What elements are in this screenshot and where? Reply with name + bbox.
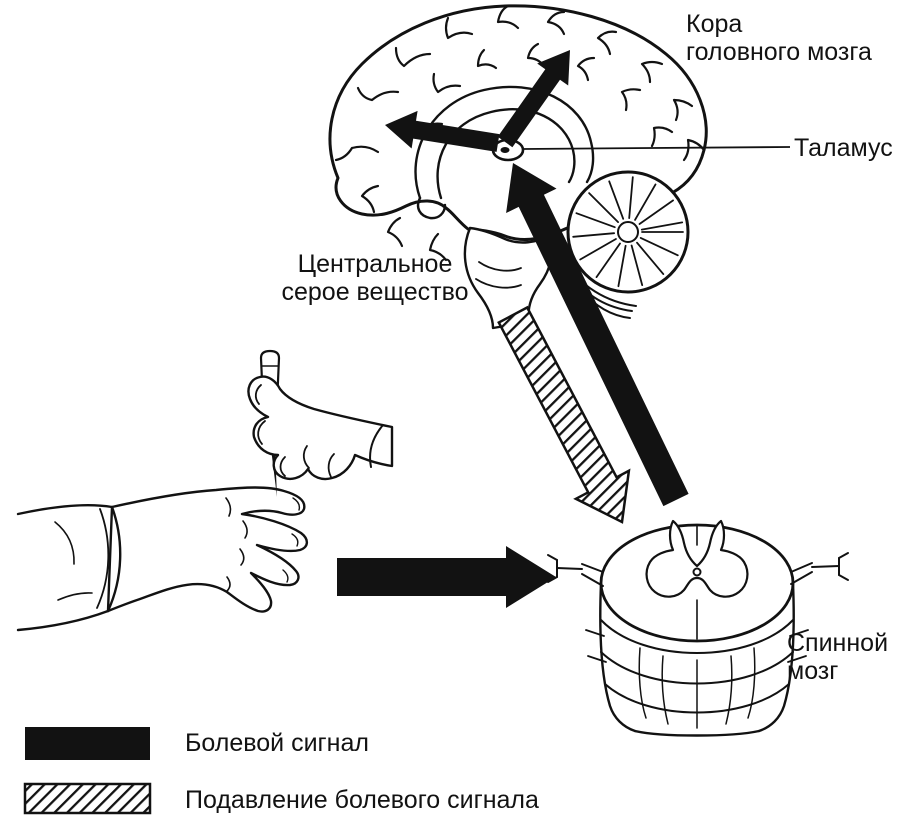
holding-hand-creases	[254, 384, 335, 478]
spinal-cord-label-line2: мозг	[787, 657, 839, 685]
pricked-hand-creases	[54, 497, 248, 601]
legend-pain-label-text: Болевой сигнал	[185, 729, 369, 757]
arrow-hand-to-spinal	[337, 546, 556, 608]
thalamus-label: Таламус	[794, 134, 893, 162]
arrow-thalamus-to-cortex	[497, 50, 570, 148]
legend-suppression-label: Подавление болевого сигнала	[185, 786, 539, 814]
hand-being-pricked	[16, 486, 309, 632]
pricked-hand-nails	[282, 497, 301, 583]
central-gray-label-line2: серое вещество	[281, 278, 469, 306]
thalamus-leader-line	[522, 146, 791, 150]
hand-holding-needle	[247, 349, 394, 497]
cortex-label-line1: Кора	[686, 10, 743, 38]
cerebellum-striations	[572, 176, 684, 288]
central-gray-label: Центральное серое вещество	[255, 250, 495, 306]
spinal-gray-matter	[645, 519, 749, 598]
holding-hand-outline	[247, 375, 394, 481]
spinal-rootlets	[585, 629, 809, 663]
legend-pain-label: Болевой сигнал	[185, 729, 369, 757]
arrow-thalamus-to-frontal	[385, 110, 500, 152]
arrow-spinal-to-thalamus	[506, 163, 689, 507]
central-canal	[692, 567, 702, 577]
brainstem-outline	[463, 226, 554, 330]
cortex-label-line2: головного мозга	[686, 38, 872, 66]
spinal-cord-illustration	[547, 519, 849, 737]
legend-suppression-label-text: Подавление болевого сигнала	[185, 786, 539, 814]
spinal-cord-label-line1: Спинной	[787, 629, 889, 657]
spinal-cord-stack	[585, 581, 809, 737]
arrow-suppression-descending	[497, 305, 631, 524]
legend-suppression-swatch	[23, 782, 152, 815]
thalamus-label-text: Таламус	[794, 134, 893, 162]
legend-pain-swatch	[25, 727, 150, 760]
spinal-cord-label: Спинной мозг	[787, 629, 888, 685]
cortex-label: Кора головного мозга	[686, 10, 872, 66]
brainstem	[463, 226, 554, 330]
pain-signal-arrows	[337, 50, 689, 608]
pricked-hand-outline	[106, 486, 309, 613]
spinal-nerve-roots	[547, 552, 849, 587]
cerebellum	[565, 170, 690, 319]
central-gray-label-line1: Центральное	[297, 250, 453, 278]
